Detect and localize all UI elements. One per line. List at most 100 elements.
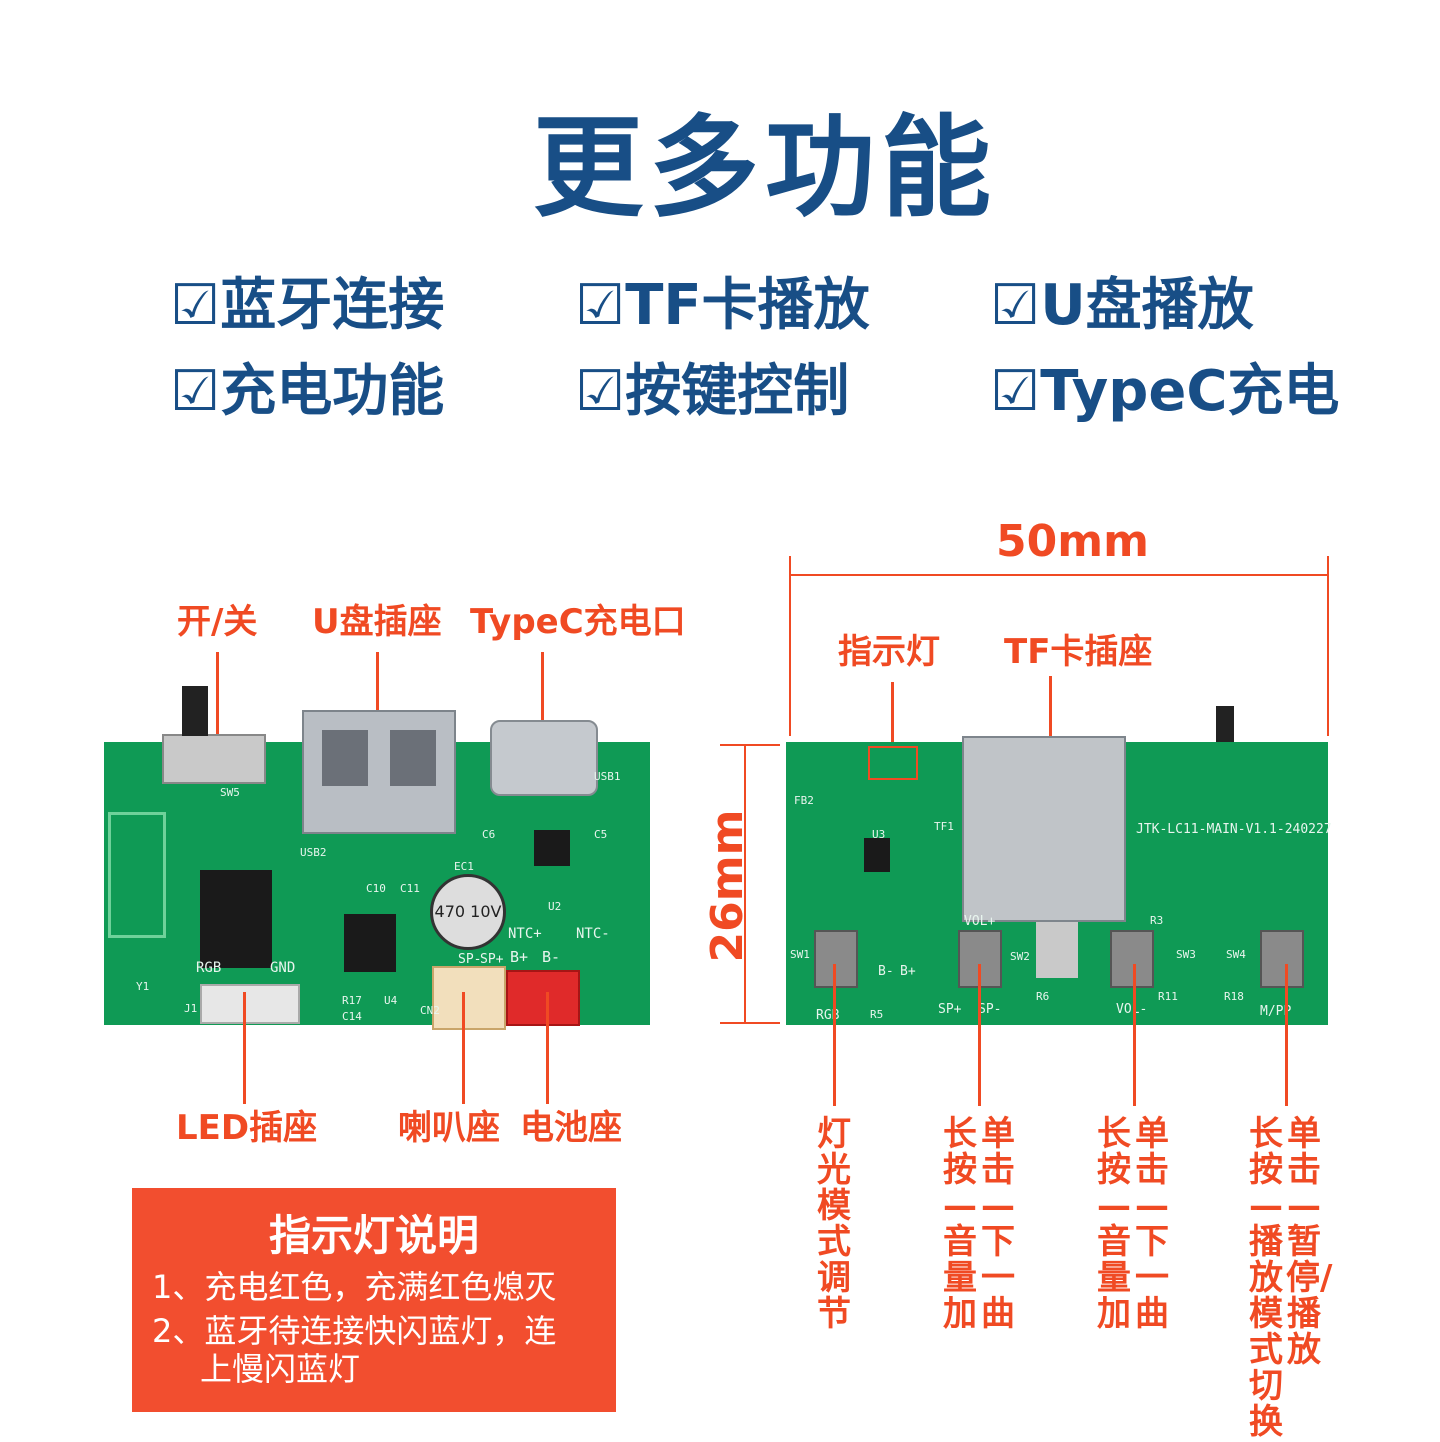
pcb-version-mark: JTK-LC11-MAIN-V1.1-240227 <box>1136 822 1332 837</box>
leader-typec-port <box>541 652 544 744</box>
label-indicator-led: 指示灯 <box>838 632 940 672</box>
pcb-mark: C10 <box>366 882 386 895</box>
pcb-mark: SP+ <box>480 952 504 967</box>
label-battery-socket: 电池座 <box>520 1108 622 1148</box>
button-sw1[interactable] <box>814 930 858 988</box>
indicator-description-box: 指示灯说明 1、充电红色，充满红色熄灭 2、蓝牙待连接快闪蓝灯，连 上慢闪蓝灯 <box>132 1188 616 1412</box>
label-button-sw3-long: 长按—音量加 <box>1097 1114 1131 1334</box>
pcb-mark: C6 <box>482 828 496 841</box>
u3-chip <box>864 838 890 872</box>
pcb-mark: J1 <box>184 1002 198 1015</box>
pcb-mark: C5 <box>594 828 608 841</box>
pcb-mark: NTC- <box>576 926 610 942</box>
pcb-mark: EC1 <box>454 860 474 873</box>
label-tf-socket: TF卡插座 <box>1004 632 1153 672</box>
pcb-mark: SW2 <box>1010 950 1030 963</box>
feature-typec-charge: ☑TypeC充电 <box>990 359 1340 424</box>
pcb-mark: U2 <box>548 900 562 913</box>
indicator-line-3: 上慢闪蓝灯 <box>200 1350 361 1388</box>
pcb-mark: CN2 <box>420 1004 440 1017</box>
battery-connector <box>506 970 580 1026</box>
leader-button-sw2 <box>978 964 981 1106</box>
pcb-mark: R6 <box>1036 990 1050 1003</box>
indicator-line-1: 1、充电红色，充满红色熄灭 <box>152 1268 557 1306</box>
pcb-mark: VOL+ <box>964 914 996 929</box>
label-button-sw2-long: 长按—音量加 <box>943 1114 977 1334</box>
pcb-mark: USB1 <box>594 770 621 783</box>
leader-button-sw4 <box>1285 964 1288 1106</box>
leader-button-sw1 <box>833 964 836 1106</box>
pcb-mark: SP+ <box>938 1002 962 1017</box>
label-button-sw2-single: 单击—下一曲 <box>981 1114 1015 1334</box>
pcb-mark: SP- <box>978 1002 1002 1017</box>
pcb-mark: R3 <box>1150 914 1164 927</box>
leader-power-switch <box>216 652 219 744</box>
dimension-height-tick-bottom <box>720 1022 780 1024</box>
typec-socket <box>490 720 598 796</box>
usb-a-socket <box>302 710 456 834</box>
charge-chip <box>534 830 570 866</box>
feature-tf-play: ☑TF卡播放 <box>575 273 870 338</box>
pcb-mark: NTC+ <box>508 926 542 942</box>
pcb-mark: VOL- <box>1116 1002 1148 1017</box>
label-button-sw1: 灯光模式调节 <box>817 1114 851 1334</box>
dimension-height-tick-top <box>720 744 780 746</box>
right-pcb: JTK-LC11-MAIN-V1.1-240227 SW1 SW2 SW3 SW… <box>786 706 1332 1025</box>
feature-charging: ☑充电功能 <box>170 359 445 424</box>
dimension-width-tick-left <box>789 556 791 736</box>
leader-battery-socket <box>546 992 549 1104</box>
pcb-mark: B+ <box>510 948 529 966</box>
test-pad <box>1036 922 1078 978</box>
button-sw3[interactable] <box>1110 930 1154 988</box>
page-title: 更多功能 <box>533 104 997 232</box>
led-connector <box>200 984 300 1024</box>
button-sw4[interactable] <box>1260 930 1304 988</box>
leader-tf-socket <box>1049 676 1052 784</box>
pcb-mark: USB2 <box>300 846 327 859</box>
pcb-mark: C14 <box>342 1010 362 1023</box>
amp-chip <box>344 914 396 972</box>
pcb-mark: SP- <box>458 952 482 967</box>
main-chip <box>200 870 272 968</box>
pcb-mark: TF1 <box>934 820 954 833</box>
pcb-mark: GND <box>270 960 296 976</box>
pcb-mark: B- <box>878 964 894 979</box>
left-pcb: 470 10V SW5 USB2 USB1 C10 C11 EC1 NTC+ N… <box>104 686 650 1030</box>
dimension-width-label: 50mm <box>996 516 1149 567</box>
pcb-mark: SW3 <box>1176 948 1196 961</box>
pcb-mark: C11 <box>400 882 420 895</box>
label-usb-socket: U盘插座 <box>312 602 442 642</box>
switch-lever-back <box>1216 706 1234 742</box>
indicator-led-box <box>868 746 918 780</box>
leader-led-socket <box>243 992 246 1104</box>
pcb-mark: RGB <box>196 960 222 976</box>
pcb-mark: FB2 <box>794 794 814 807</box>
label-button-sw4-long: 长按—播放模式切换 <box>1249 1114 1283 1442</box>
label-power-switch: 开/关 <box>177 602 258 642</box>
label-button-sw4-single: 单击—暂停/播放 <box>1286 1114 1333 1370</box>
pcb-mark: M/PP <box>1260 1004 1292 1019</box>
pcb-mark: SW1 <box>790 948 810 961</box>
pcb-mark: B+ <box>900 964 916 979</box>
label-speaker-socket: 喇叭座 <box>398 1108 500 1148</box>
feature-bluetooth: ☑蓝牙连接 <box>170 273 445 338</box>
pcb-mark: Y1 <box>136 980 150 993</box>
dimension-width-tick-right <box>1327 556 1329 736</box>
switch-lever <box>182 686 208 736</box>
feature-key-control: ☑按键控制 <box>575 359 850 424</box>
pcb-mark: R11 <box>1158 990 1178 1003</box>
pcb-mark: R17 <box>342 994 362 1007</box>
leader-button-sw3 <box>1133 964 1136 1106</box>
dimension-width-line <box>790 574 1328 576</box>
pcb-mark: U4 <box>384 994 398 1007</box>
leader-speaker-socket <box>462 992 465 1104</box>
pcb-mark: R18 <box>1224 990 1244 1003</box>
dimension-height-label: 26mm <box>702 809 753 963</box>
tf-card-slot <box>962 736 1126 922</box>
pcb-mark: B- <box>542 948 561 966</box>
pcb-mark: R5 <box>870 1008 884 1021</box>
pcb-mark: SW5 <box>220 786 240 799</box>
indicator-line-2: 2、蓝牙待连接快闪蓝灯，连 <box>152 1312 557 1350</box>
leader-usb-socket <box>376 652 379 744</box>
pcb-mark: U3 <box>872 828 886 841</box>
